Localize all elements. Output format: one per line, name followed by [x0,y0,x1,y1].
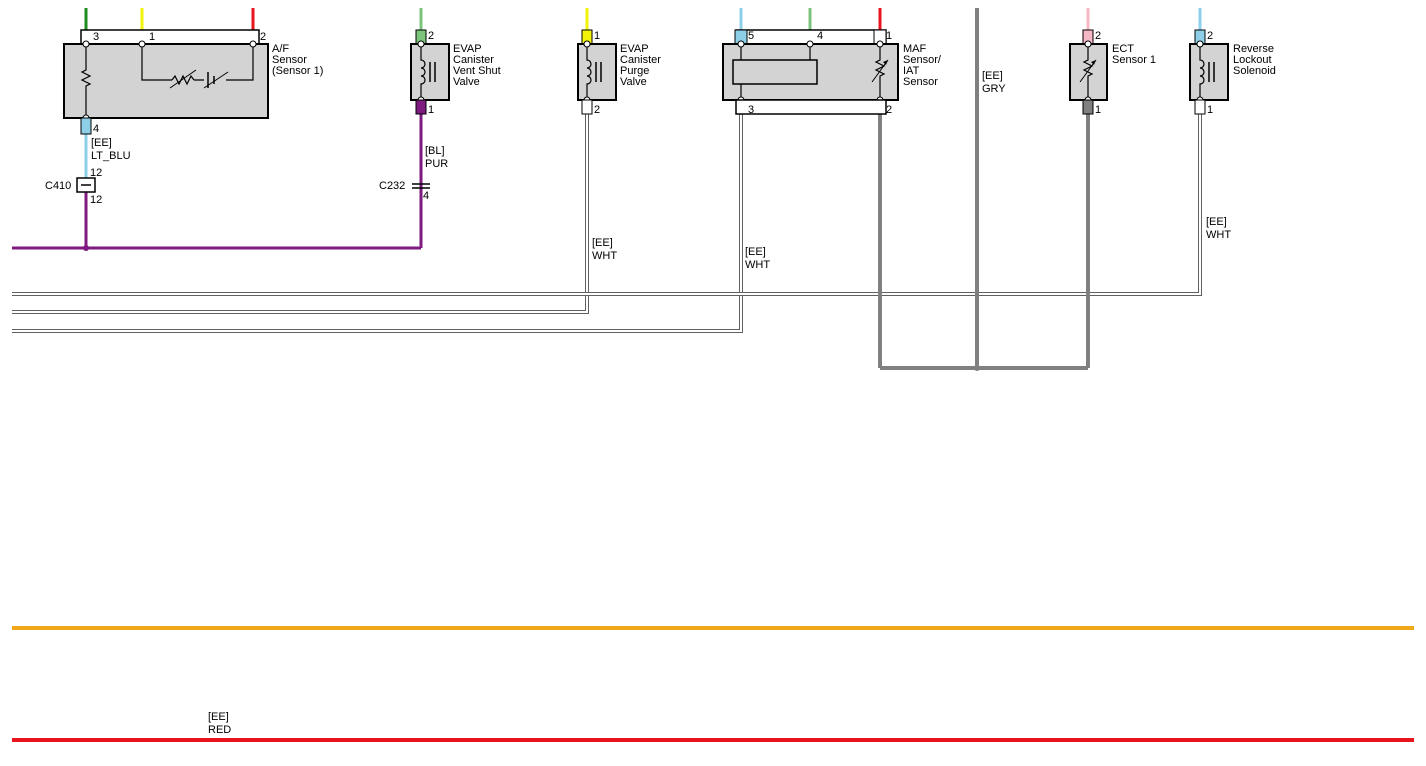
c410-label: C410 [45,180,71,192]
evap-purge-name-4: Valve [620,76,647,88]
reverse-wire-code: [EE] [1206,216,1227,228]
maf-pin-1: 1 [886,30,892,42]
wires [12,8,1414,742]
af-pin-4: 4 [93,123,99,135]
ect-pin-1: 1 [1095,104,1101,116]
evap-vent-name-2: Canister [453,54,494,66]
maf-wire-color: WHT [745,259,770,271]
ect-name-1: ECT [1112,43,1134,55]
af-wire-code: [EE] [91,137,112,149]
maf-name-2: Sensor/ [903,54,942,66]
af-name-2: Sensor [272,54,307,66]
af-pin-3: 3 [93,31,99,43]
af-pin-2: 2 [260,31,266,43]
splice-purple [83,245,89,251]
ect-pin-2: 2 [1095,30,1101,42]
maf-pin-2: 2 [886,104,892,116]
wire-maf-white [12,114,743,333]
c232-pin: 4 [423,190,429,202]
splice-gray [974,365,980,371]
af-name-1: A/F [272,43,289,55]
maf-iat-sensor: 5 4 1 3 2 MAF Sensor/ IAT Sensor [722,29,942,116]
purge-wire-code: [EE] [592,237,613,249]
evap-vent-pin-2: 2 [428,30,434,42]
wire-reverse-white [12,114,1202,296]
maf-pin-5: 5 [748,30,754,42]
c410-connector: C410 12 12 [45,167,102,206]
af-sensor: 3 1 2 4 A/F Sensor (Sensor 1) [63,29,323,135]
evap-purge-valve: 1 2 EVAP Canister Purge Valve [577,29,661,116]
evap-vent-wire-code: [BL] [425,145,445,157]
reverse-name-2: Lockout [1233,54,1272,66]
gry-wire-code: [EE] [982,70,1003,82]
maf-wire-code: [EE] [745,246,766,258]
evap-vent-name-3: Vent Shut [453,65,501,77]
evap-vent-valve: 2 1 EVAP Canister Vent Shut Valve [410,29,501,116]
maf-name-4: Sensor [903,76,938,88]
reverse-name-3: Solenoid [1233,65,1276,77]
evap-vent-name-4: Valve [453,76,480,88]
purge-wire-color: WHT [592,250,617,262]
maf-name-1: MAF [903,43,927,55]
af-pin-1: 1 [149,31,155,43]
maf-pin-4: 4 [817,30,823,42]
evap-purge-pin-1: 1 [594,30,600,42]
evap-vent-pin-1: 1 [428,104,434,116]
evap-purge-pin-2: 2 [594,104,600,116]
ect-name-2: Sensor 1 [1112,54,1156,66]
reverse-pin-2: 2 [1207,30,1213,42]
maf-name-3: IAT [903,65,920,77]
reverse-pin-1: 1 [1207,104,1213,116]
evap-purge-name-1: EVAP [620,43,649,55]
red-wire-color: RED [208,724,231,736]
af-name-3: (Sensor 1) [272,65,323,77]
evap-purge-name-2: Canister [620,54,661,66]
reverse-name-1: Reverse [1233,43,1274,55]
c232-connector: C232 4 [379,180,430,202]
reverse-lockout-solenoid: 2 1 Reverse Lockout Solenoid [1189,29,1276,116]
gry-wire-color: GRY [982,83,1006,95]
af-wire-color: LT_BLU [91,150,131,162]
ect-sensor: 2 1 ECT Sensor 1 [1069,29,1156,116]
evap-vent-name-1: EVAP [453,43,482,55]
evap-vent-wire-color: PUR [425,158,448,170]
c410-pin-bottom: 12 [90,194,102,206]
maf-pin-3: 3 [748,104,754,116]
red-wire-code: [EE] [208,711,229,723]
c410-pin-top: 12 [90,167,102,179]
evap-purge-name-3: Purge [620,65,649,77]
reverse-wire-color: WHT [1206,229,1231,241]
c232-label: C232 [379,180,405,192]
